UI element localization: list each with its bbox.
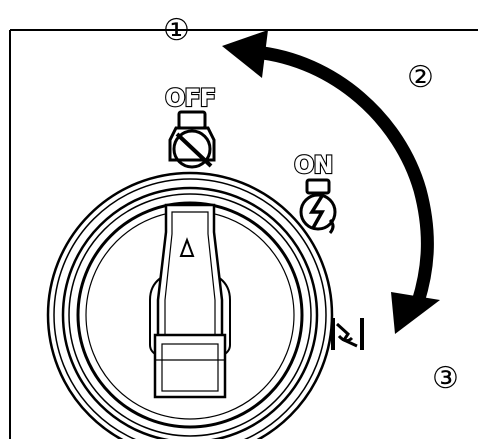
rotation-arrow-head-bottom — [391, 292, 440, 334]
triangle-up-icon — [179, 237, 195, 257]
panel-border — [9, 29, 478, 439]
dial-bezel-outer — [46, 171, 334, 439]
engine-off-ring — [172, 129, 212, 169]
engine-on-icon — [299, 178, 337, 234]
engine-on-bolt — [308, 195, 325, 229]
engine-on-ring — [299, 193, 337, 231]
curved-double-arrow-icon — [222, 30, 440, 334]
engine-off-slash — [175, 132, 213, 168]
start-crank — [335, 322, 358, 348]
dial-face — [76, 201, 304, 429]
callout-1: ① — [163, 13, 190, 48]
start-crank-curve — [337, 334, 354, 343]
key-handle-base-inner — [161, 343, 219, 392]
off-label: OFF — [165, 84, 215, 112]
key-handle-base — [153, 333, 227, 399]
engine-start-icon — [331, 318, 364, 350]
callout-3: ③ — [432, 361, 459, 396]
knob-pointer — [179, 237, 195, 257]
rotation-arrow-shaft — [254, 45, 434, 304]
engine-on-block — [305, 178, 331, 195]
dial-bezel-ring-4 — [68, 193, 312, 437]
key-switch-dial — [46, 171, 334, 439]
engine-off-icon — [168, 110, 216, 169]
engine-on-swirl — [328, 218, 335, 234]
on-label: ON — [294, 151, 333, 179]
dial-bezel-ring-2 — [53, 178, 327, 439]
callout-2: ② — [407, 60, 434, 95]
engine-off-body — [168, 126, 216, 162]
engine-off-block — [177, 110, 207, 130]
dial-bezel-ring-3 — [61, 186, 319, 439]
rotation-arrow-head-top — [222, 30, 268, 78]
